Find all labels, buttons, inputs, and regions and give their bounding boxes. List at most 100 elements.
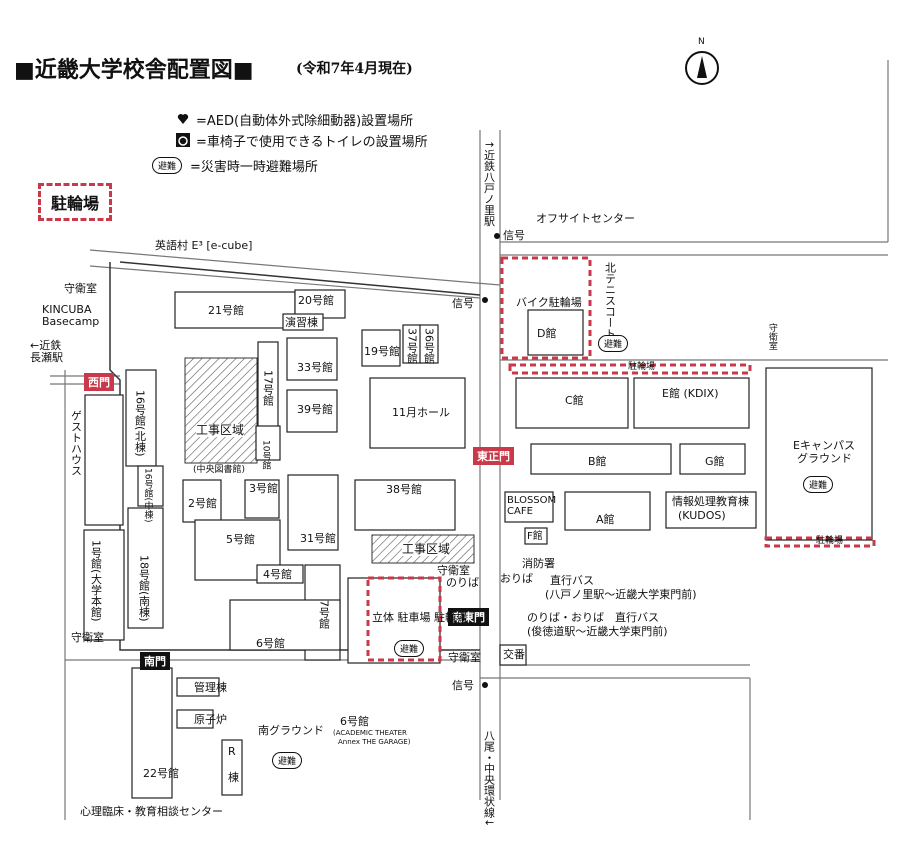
evac-e-ground: 避難 (803, 476, 834, 493)
b16m-label: 16号館(中棟) (142, 468, 153, 523)
b19-label: 19号館 (364, 345, 400, 358)
b39-label: 39号館 (297, 403, 333, 416)
e-ground-label: グラウンド (797, 452, 852, 465)
kanri-label: 管理棟 (194, 681, 227, 694)
bus1-label: 直行バス (550, 574, 594, 587)
b-kan-label: B館 (588, 455, 607, 468)
parking-label-2: 駐輪場 (816, 536, 844, 546)
signal-label-2: 信号 (452, 297, 474, 310)
b22-label: 22号館 (143, 767, 179, 780)
b1-label: 1号館(大学本館) (89, 540, 103, 622)
guard-se: 守衛室 (448, 651, 481, 664)
b17-label: 17号館 (261, 370, 275, 406)
guard-nw: 守衛室 (64, 282, 97, 295)
south-gate: 南門 (140, 652, 170, 670)
enshu-label: 演習棟 (285, 316, 318, 329)
b20-label: 20号館 (298, 294, 334, 307)
bike-parking-label: バイク駐輪場 (516, 296, 582, 309)
aed-icon (177, 114, 189, 124)
kita-tennis-label: 北テニスコート (603, 262, 617, 339)
b10-label: 10号館 (260, 440, 271, 470)
legend-bike: 駐輪場 (38, 183, 113, 221)
compass-north-label: N (698, 37, 705, 47)
basecamp-label: Basecamp (42, 315, 100, 328)
b33-label: 33号館 (297, 361, 333, 374)
r-label: R (228, 745, 236, 758)
legend-aed: =AED(自動体外式除細動器)設置場所 (196, 114, 414, 129)
west-gate: 西門 (84, 373, 114, 391)
b18-label: 18号館(南棟) (137, 555, 151, 622)
e-campus-label: Eキャンパス (793, 439, 855, 452)
guesthouse-label: ゲストハウス (69, 410, 83, 476)
nagase-station: 長瀬駅 (30, 351, 63, 364)
garage-line2: Annex THE GARAGE) (338, 738, 411, 746)
southeast-gate: 南東門 (448, 608, 489, 626)
blossom-label: BLOSSOM CAFE (507, 495, 557, 517)
sports-parking-label: 立体 駐車場 駐輪場 (372, 611, 467, 624)
shobo-label: 消防署 (522, 557, 555, 570)
evac-south-ground: 避難 (272, 752, 303, 769)
legend-evac-icon: 避難 (152, 157, 183, 174)
hachio-label: 八尾・中央環状線↓ (482, 730, 496, 828)
offsite-label: オフサイトセンター (536, 212, 635, 225)
guard-e: 守衛室 (766, 323, 777, 350)
b3-label: 3号館 (249, 482, 278, 495)
kintetsu-nagase: ←近鉄 (30, 339, 62, 352)
b16n-label: 16号館(北棟) (133, 390, 147, 457)
kintetsu-hachi-label: ↑近鉄八戸ノ里駅 (482, 140, 496, 227)
noriba-label: のりば (446, 576, 479, 589)
b37-label: 37号館 (405, 328, 419, 364)
genshiro-label: 原子炉 (194, 713, 227, 726)
signal-icons (482, 233, 500, 688)
joho-label: 情報処理教育棟 (672, 495, 749, 508)
wheelchair-icon (176, 133, 190, 147)
compass-icon (685, 51, 719, 85)
evac-parking: 避難 (394, 640, 425, 657)
signal-label-1: 信号 (503, 229, 525, 242)
b5-label: 5号館 (226, 533, 255, 546)
page-subtitle: (令和7年4月現在) (296, 61, 413, 77)
bus2-label: のりば・おりば 直行バス (527, 611, 659, 624)
garage-line1: (ACADEMIC THEATER (333, 729, 407, 737)
a-kan-label: A館 (596, 513, 615, 526)
koban-label: 交番 (503, 648, 525, 661)
f-kan-label: F館 (527, 531, 543, 542)
g-kan-label: G館 (705, 455, 725, 468)
roads (50, 60, 889, 820)
parking-label-1: 駐輪場 (628, 362, 656, 372)
b6garage-label: 6号館 (340, 715, 369, 728)
south-ground-label: 南グラウンド (258, 724, 324, 737)
b7-label: 7号館 (317, 600, 331, 629)
b36-label: 36号館 (422, 328, 436, 364)
legend-evac: =災害時一時避難場所 (190, 160, 318, 175)
b31-label: 31号館 (300, 532, 336, 545)
bus1b-label: (八戸ノ里駅～近畿大学東門前) (545, 588, 697, 601)
evac-tennis: 避難 (598, 335, 629, 352)
r2-label: 棟 (228, 771, 239, 784)
b38-label: 38号館 (386, 483, 422, 496)
bike-parking-areas (366, 256, 876, 662)
oriba-label: おりば (500, 572, 533, 585)
c-kan-label: C館 (565, 394, 584, 407)
east-gate: 東正門 (473, 447, 514, 465)
buildings (83, 289, 873, 799)
shinri-label: 心理臨床・教育相談センター (80, 805, 223, 818)
b11hall-label: 11月ホール (392, 406, 450, 419)
bus2b-label: (俊徳道駅～近畿大学東門前) (527, 625, 668, 638)
construction-label-2: 工事区域 (402, 542, 451, 557)
guard-parking: 守衛室 (437, 564, 470, 577)
ecube-label: 英語村 E³ [e-cube] (155, 239, 253, 252)
kudos-label: (KUDOS) (678, 509, 726, 522)
guard-w: 守衛室 (71, 631, 104, 644)
kincuba-label: KINCUBA (42, 303, 92, 316)
signal-label-3: 信号 (452, 679, 474, 692)
library-label: (中央図書館) (193, 465, 246, 475)
b6-label: 6号館 (256, 637, 285, 650)
legend-wheelchair: =車椅子で使用できるトイレの設置場所 (196, 135, 428, 150)
page-title: ■近畿大学校舎配置図■ (14, 57, 254, 83)
construction-label-1: 工事区域 (196, 423, 245, 438)
b2-label: 2号館 (188, 497, 217, 510)
e-kan-label: E館 (KDIX) (662, 387, 719, 400)
d-kan-label: D館 (537, 327, 557, 340)
